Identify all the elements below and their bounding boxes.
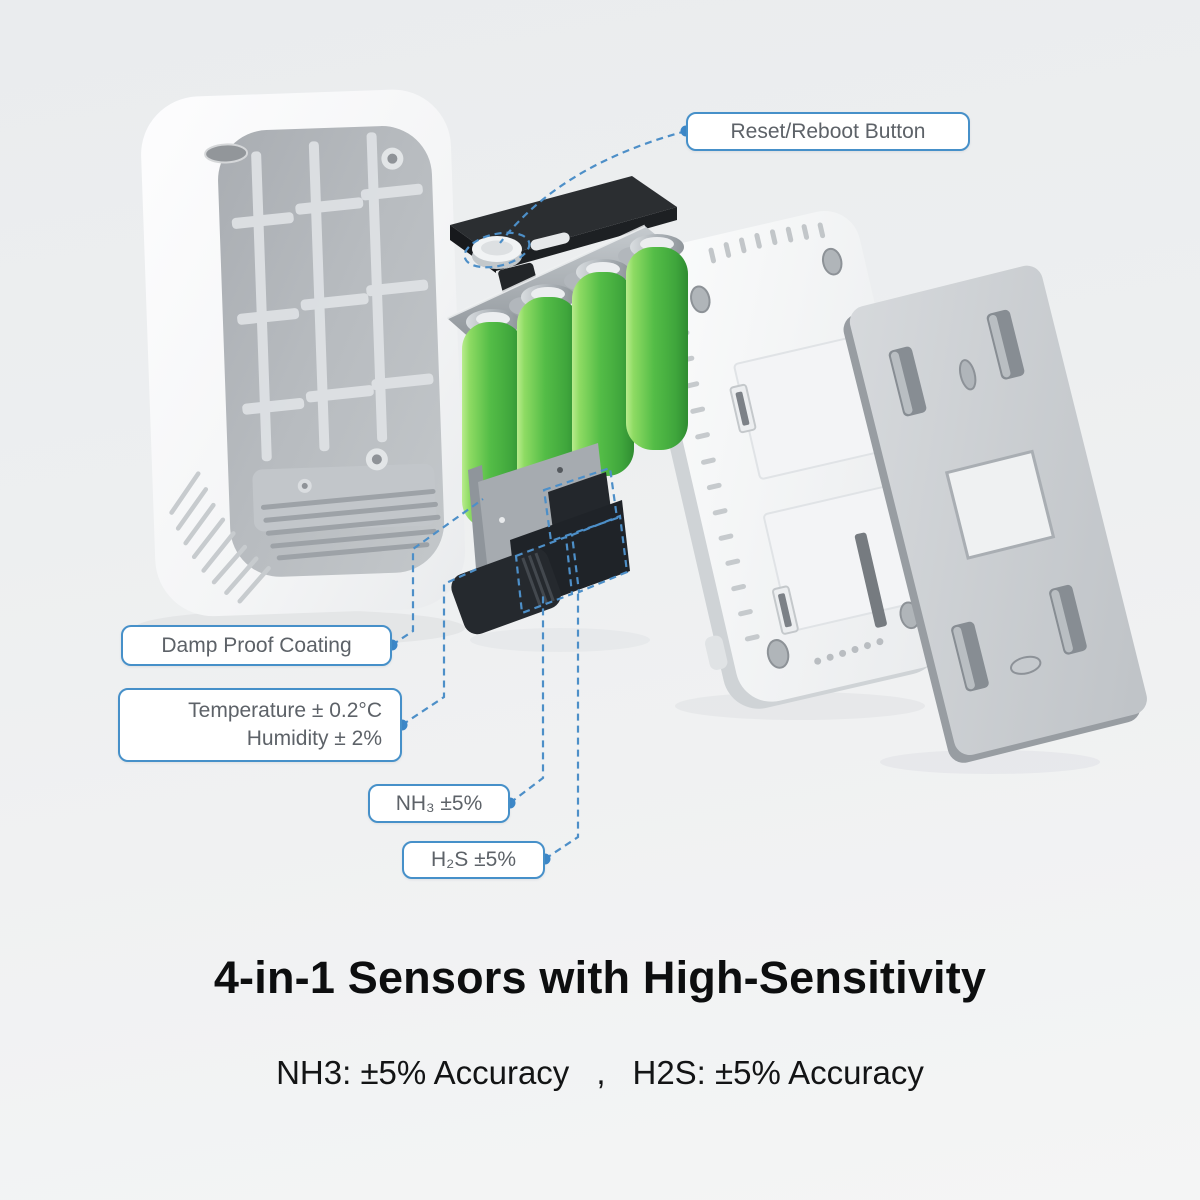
frame-dark-slot	[854, 532, 887, 628]
callout-reset-reboot-button: Reset/Reboot Button	[686, 112, 970, 151]
frame-bottom-holes	[814, 638, 884, 665]
callout-h2s-label: H₂S ±5%	[430, 848, 517, 871]
sensor-board	[451, 443, 630, 635]
mounting-hole-top	[958, 359, 977, 391]
mounting-hole-bottom	[1010, 655, 1042, 675]
reset-pcb	[450, 176, 677, 296]
accuracy-h2s-text: H2S: ±5% Accuracy	[632, 1054, 924, 1091]
battery-pack	[446, 224, 688, 528]
frame-corner-holes	[690, 247, 920, 669]
headline: 4-in-1 Sensors with High-Sensitivity	[213, 952, 987, 1003]
callout-h2s-accuracy: H₂S ±5%	[402, 841, 545, 879]
gas-sensors	[451, 472, 630, 635]
leader-temp	[401, 567, 478, 726]
sensor-outline-nh3	[514, 535, 574, 615]
sensor-outline-h2s	[570, 514, 629, 594]
callout-nh3-accuracy: NH₃ ±5%	[368, 784, 510, 823]
accuracy-nh3-text: NH3: ±5% Accuracy	[276, 1054, 570, 1091]
callout-damp-proof-coating: Damp Proof Coating	[121, 625, 392, 666]
reset-button-outline	[463, 231, 531, 269]
callout-temperature-humidity: Temperature ± 0.2°C Humidity ± 2%	[118, 688, 402, 762]
reset-button	[472, 236, 522, 269]
case-top-hole	[204, 143, 249, 164]
pcb-cutout	[530, 232, 570, 251]
mounting-slots	[888, 309, 1087, 692]
leader-nh3	[509, 593, 545, 804]
mounting-plate	[843, 265, 1147, 763]
interior-ribs	[231, 132, 434, 462]
corner-vent-fins	[169, 471, 271, 604]
frame-tab-bottom	[705, 635, 728, 670]
leader-reset	[499, 129, 687, 244]
accuracy-separator: ,	[596, 1054, 606, 1091]
callout-temp-line1: Temperature ± 0.2°C	[188, 699, 382, 722]
accuracy-line: NH3: ±5% Accuracy, H2S: ±5% Accuracy	[0, 1054, 1200, 1092]
leader-lines	[391, 129, 687, 860]
screw-bosses	[297, 147, 404, 493]
reset-pcb-edge-right	[496, 207, 677, 271]
frame-top-slots	[708, 222, 826, 264]
temp-humidity-module	[451, 548, 561, 635]
leader-damp	[391, 498, 484, 646]
callout-reset-label: Reset/Reboot Button	[730, 119, 926, 143]
callout-temp-line2: Humidity ± 2%	[246, 727, 382, 750]
floor-vent-grooves	[260, 488, 441, 561]
callout-damp-label: Damp Proof Coating	[161, 633, 352, 657]
back-case-cavity	[218, 126, 445, 577]
battery-cell-3	[572, 259, 634, 476]
back-case	[141, 89, 466, 617]
mounting-center-cutout	[944, 449, 1056, 560]
battery-cell-2	[517, 284, 579, 502]
callout-nh3-label: NH₃ ±5%	[395, 791, 483, 815]
battery-cell-4	[626, 234, 688, 450]
bracket-highlight	[446, 224, 646, 320]
leader-h2s	[544, 592, 580, 860]
